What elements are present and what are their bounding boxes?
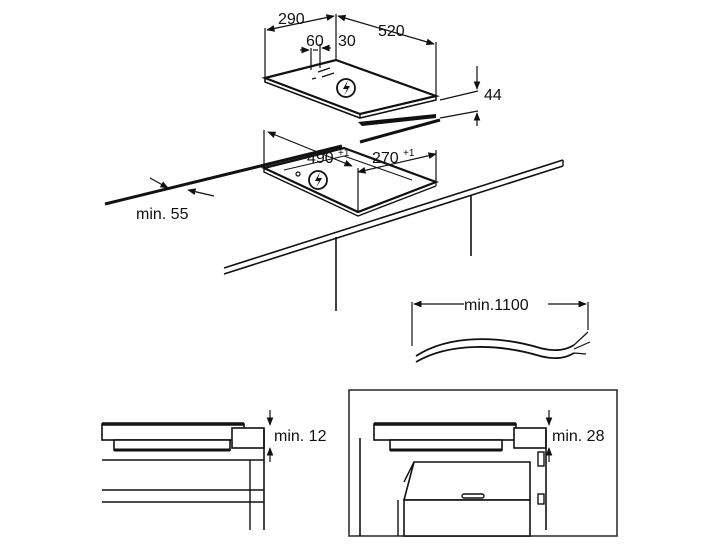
right-gap-label: min. 28 <box>552 428 605 445</box>
edge-min-label: min. 55 <box>136 206 189 223</box>
hob-thickness-label: 44 <box>484 87 502 104</box>
worktop <box>104 118 564 311</box>
side-view-left <box>101 410 274 530</box>
hob-dimension-lines <box>264 14 481 126</box>
left-gap-label: min. 12 <box>274 428 327 445</box>
hob-offset-a-label: 60 <box>306 33 324 50</box>
cutout-depth-tolerance: +1 <box>403 148 415 159</box>
cable-length-label: min.1100 <box>464 297 529 314</box>
electric-hazard-icon <box>308 170 328 190</box>
cutout-depth-label: 270 +1 <box>372 148 415 167</box>
cutout-width-label: 490 +1 <box>307 148 350 167</box>
hob-offset-b-label: 30 <box>338 33 356 50</box>
hob-depth-label: 290 <box>278 11 305 28</box>
power-cable <box>411 300 591 363</box>
side-view-right <box>359 410 553 537</box>
cutout-depth-value: 270 <box>372 150 399 167</box>
cutout-mark <box>295 171 301 177</box>
cutout-width-value: 490 <box>307 150 334 167</box>
electric-hazard-icon <box>336 78 356 98</box>
cutout-width-tolerance: +1 <box>338 148 350 159</box>
hob-width-label: 520 <box>378 23 405 40</box>
cutout-dimension-lines <box>149 130 437 212</box>
